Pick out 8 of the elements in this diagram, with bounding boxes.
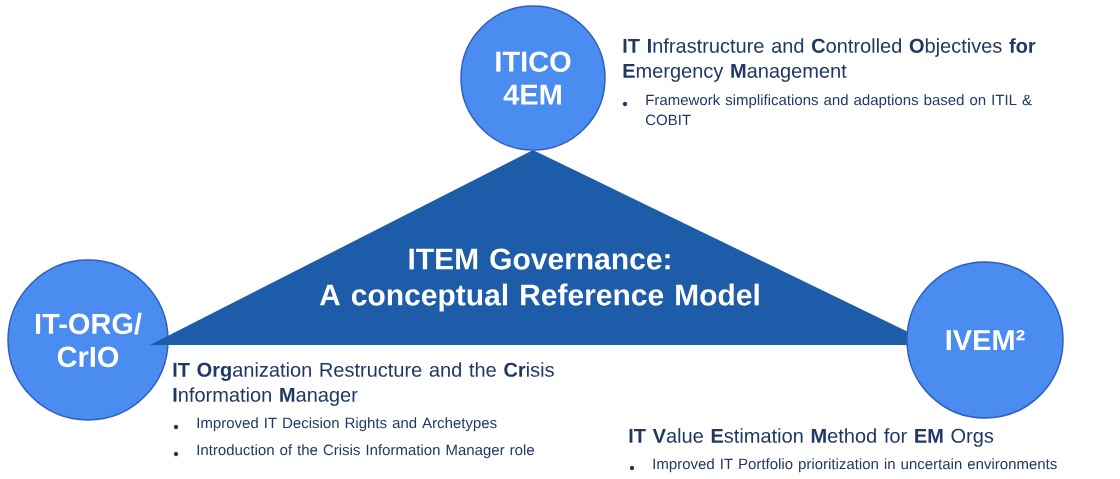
bullet-item: Framework simplifications and adaptions based on ITIL & COBIT (622, 94, 1032, 126)
description-heading: IT Organization Restructure and the Crisis Information Manager (173, 362, 554, 406)
description-heading: IT Infrastructure and Controlled Objectives for Emergency Management (623, 38, 1036, 82)
bullet-item: Improved IT Portfolio prioritization in uncertain environments (629, 458, 1057, 473)
bullet-item: Improved IT Decision Rights and Archetypes (173, 417, 497, 432)
bullet-item: Introduction of the Crisis Information Manager role (173, 444, 534, 459)
description-heading: IT Value Estimation Method for EM Orgs (629, 428, 994, 447)
triangle: ITEM Governance: A conceptual Reference Model (150, 150, 935, 345)
